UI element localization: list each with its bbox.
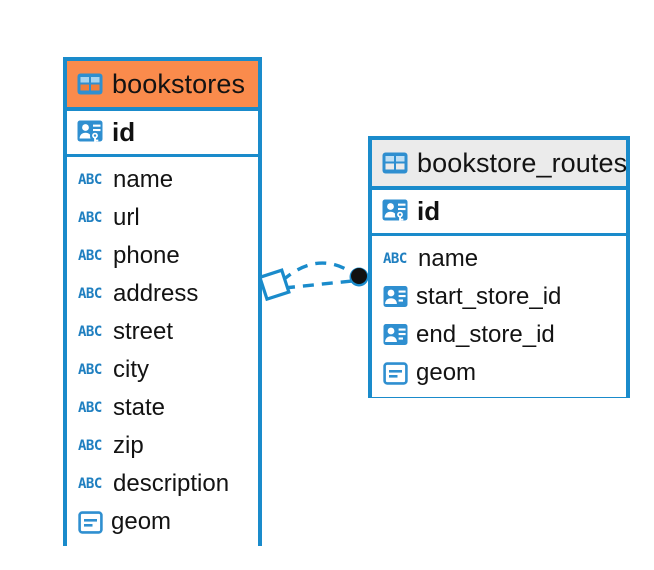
attribute-label-start-store-id: start_store_id bbox=[416, 283, 562, 310]
filled-circle-endpoint-icon bbox=[349, 267, 369, 287]
entity-bookstore-routes-header: bookstore_routes bbox=[372, 140, 628, 190]
entity-bookstore-routes-title: bookstore_routes bbox=[417, 147, 628, 178]
attribute-row-url[interactable]: ABC url bbox=[67, 199, 258, 237]
attribute-row-end-store-id[interactable]: end_store_id bbox=[372, 316, 626, 354]
geometry-icon bbox=[78, 510, 103, 534]
attribute-row-name[interactable]: ABC name bbox=[67, 161, 258, 199]
attribute-row-address[interactable]: ABC address bbox=[67, 275, 258, 313]
entity-bookstore-routes-primary-key-row[interactable]: id bbox=[372, 190, 626, 236]
attribute-row-phone[interactable]: ABC phone bbox=[67, 237, 258, 275]
attribute-label-name: name bbox=[418, 245, 479, 272]
relationship-line-lower bbox=[283, 279, 353, 290]
diamond-endpoint-icon bbox=[257, 268, 291, 302]
entity-bookstore-routes-primary-key-label: id bbox=[417, 196, 441, 226]
attribute-row-street[interactable]: ABC street bbox=[67, 313, 258, 351]
entity-bookstores-attribute-list: ABC name ABC url ABC phone ABC bbox=[67, 157, 258, 546]
entity-bookstores-primary-key-row[interactable]: id bbox=[67, 111, 258, 157]
entity-bookstore-routes[interactable]: bookstore_routes bbox=[368, 136, 630, 398]
attribute-label-description: description bbox=[113, 470, 230, 497]
attribute-label-zip: zip bbox=[113, 432, 144, 459]
attribute-row-description[interactable]: ABC description bbox=[67, 465, 258, 503]
entity-bookstores-header: bookstores bbox=[67, 61, 258, 111]
attribute-label-geom: geom bbox=[416, 359, 477, 386]
abc-icon: ABC bbox=[78, 324, 102, 340]
attribute-label-city: city bbox=[113, 356, 149, 383]
foreign-key-icon bbox=[383, 323, 408, 347]
abc-icon: ABC bbox=[78, 362, 102, 378]
relationship-line-upper bbox=[280, 261, 355, 283]
attribute-row-zip[interactable]: ABC zip bbox=[67, 427, 258, 465]
table-icon bbox=[382, 152, 408, 174]
attribute-label-name: name bbox=[113, 166, 174, 193]
attribute-row-geom[interactable]: geom bbox=[372, 354, 626, 392]
primary-key-icon bbox=[77, 120, 103, 145]
attribute-row-geom[interactable]: geom bbox=[67, 503, 258, 541]
entity-bookstore-routes-attribute-list: ABC name start_store_id bbox=[372, 236, 626, 397]
foreign-key-icon bbox=[383, 285, 408, 309]
abc-icon: ABC bbox=[78, 172, 102, 188]
abc-icon: ABC bbox=[78, 210, 102, 226]
attribute-row-state[interactable]: ABC state bbox=[67, 389, 258, 427]
attribute-row-start-store-id[interactable]: start_store_id bbox=[372, 278, 626, 316]
attribute-label-address: address bbox=[113, 280, 199, 307]
attribute-label-end-store-id: end_store_id bbox=[416, 321, 555, 348]
attribute-label-url: url bbox=[113, 204, 140, 231]
abc-icon: ABC bbox=[78, 286, 102, 302]
attribute-label-state: state bbox=[113, 394, 166, 421]
abc-icon: ABC bbox=[78, 476, 102, 492]
abc-icon: ABC bbox=[78, 438, 102, 454]
attribute-label-geom: geom bbox=[111, 508, 172, 535]
attribute-label-street: street bbox=[113, 318, 174, 345]
attribute-row-city[interactable]: ABC city bbox=[67, 351, 258, 389]
attribute-row-name[interactable]: ABC name bbox=[372, 240, 626, 278]
table-icon bbox=[77, 73, 103, 95]
abc-icon: ABC bbox=[78, 400, 102, 416]
geometry-icon bbox=[383, 361, 408, 385]
abc-icon: ABC bbox=[78, 248, 102, 264]
attribute-label-phone: phone bbox=[113, 242, 180, 269]
primary-key-icon bbox=[382, 199, 408, 224]
entity-bookstores-title: bookstores bbox=[112, 68, 246, 99]
entity-bookstores[interactable]: bookstores bbox=[63, 57, 262, 546]
entity-bookstores-primary-key-label: id bbox=[112, 117, 136, 147]
abc-icon: ABC bbox=[383, 251, 407, 267]
